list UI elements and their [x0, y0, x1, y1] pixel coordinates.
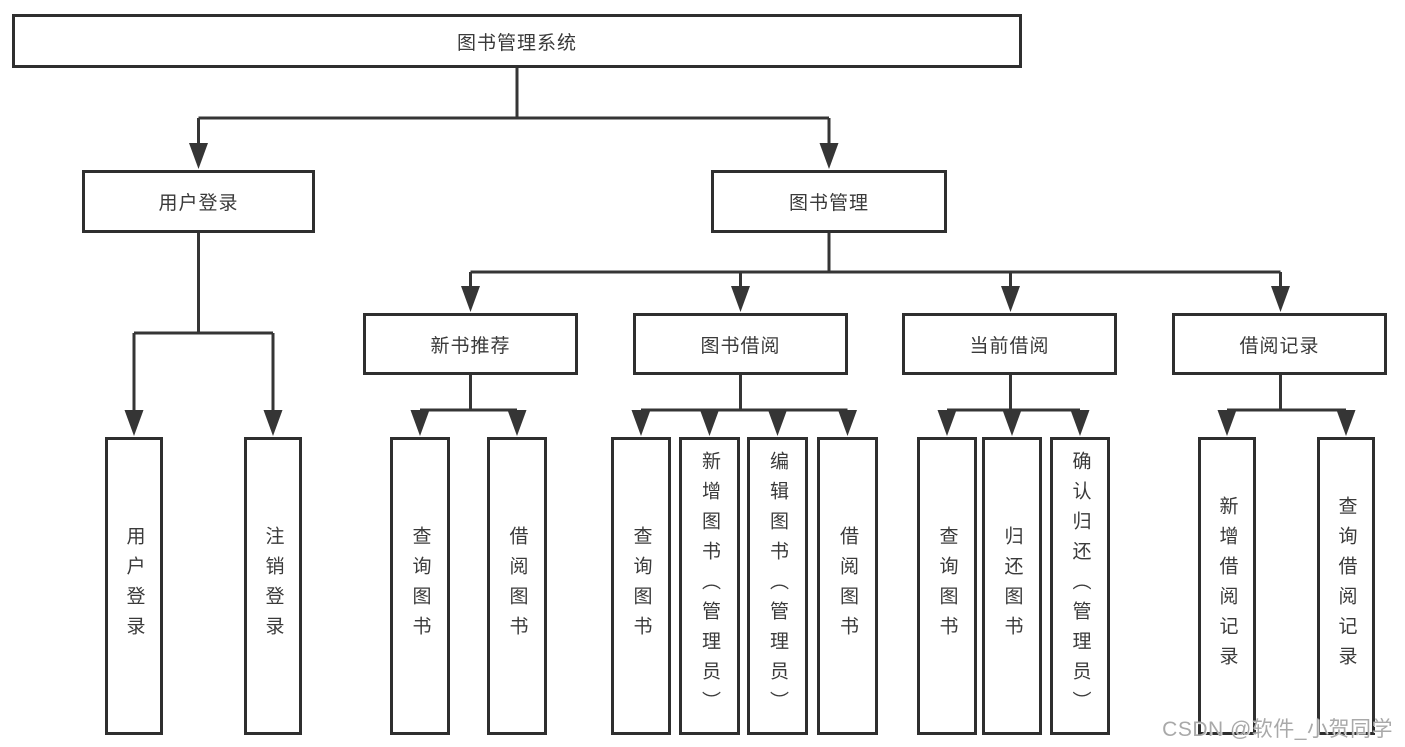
connector-root-to-level2 [189, 68, 839, 169]
leaf-cb-query-book-label: 查询图书 [936, 526, 958, 646]
arrowhead-new-book-recommend [461, 286, 480, 312]
arrowhead-cb-query-book [937, 410, 957, 436]
arrowhead-br-add-record [1217, 410, 1237, 436]
connector-book-management-to-level3 [461, 233, 1290, 312]
arrowhead-nb-borrow-book [507, 410, 527, 436]
csdn-watermark: CSDN @软件_小贺同学 [1162, 718, 1393, 741]
node-book-management: 图书管理 [711, 170, 947, 233]
leaf-logout-action-label: 注销登录 [262, 526, 284, 646]
node-new-book-recommend-label: 新书推荐 [430, 335, 511, 357]
leaf-nb-borrow-book: 借阅图书 [487, 437, 547, 735]
connector-book-management-lines [469, 233, 1282, 287]
leaf-cb-return-book-label: 归还图书 [1001, 526, 1023, 646]
leaf-bb-edit-book: 编辑图书（管理员） [747, 437, 808, 735]
node-user-login-label: 用户登录 [158, 193, 239, 214]
node-book-management-label: 图书管理 [788, 193, 869, 214]
arrowhead-bb-edit-book [768, 410, 787, 436]
connector-current-borrow-to-leaves [937, 375, 1090, 436]
node-current-borrow-label: 当前借阅 [969, 335, 1050, 357]
connector-user-login-lines [132, 233, 275, 410]
arrowhead-br-query-record [1336, 410, 1356, 436]
connector-new-book-recommend-lines [420, 375, 517, 412]
leaf-cb-confirm-return: 确认归还（管理员） [1050, 437, 1110, 735]
arrowhead-bb-query-book [631, 410, 651, 436]
node-book-borrow-label: 图书借阅 [700, 335, 781, 357]
connector-user-login-to-leaves [124, 233, 283, 436]
leaf-bb-borrow-book: 借阅图书 [817, 437, 878, 735]
arrowhead-user-login [189, 143, 208, 169]
node-borrow-record-label: 借阅记录 [1239, 335, 1320, 357]
node-root-system: 图书管理系统 [12, 14, 1022, 68]
leaf-br-add-record: 新增借阅记录 [1198, 437, 1256, 735]
leaf-user-login-action-label: 用户登录 [123, 526, 145, 646]
leaf-nb-borrow-book-label: 借阅图书 [506, 526, 528, 646]
connector-current-borrow-lines [947, 375, 1080, 412]
leaf-user-login-action: 用户登录 [105, 437, 163, 735]
arrowhead-cb-confirm-return [1070, 410, 1090, 436]
connector-borrow-record-lines [1227, 375, 1346, 412]
leaf-bb-edit-book-label: 编辑图书（管理员） [767, 451, 788, 721]
connector-new-book-recommend-to-leaves [410, 375, 527, 436]
leaf-br-query-record-label: 查询借阅记录 [1335, 496, 1357, 676]
leaf-br-query-record: 查询借阅记录 [1317, 437, 1375, 735]
leaf-bb-add-book-label: 新增图书（管理员） [699, 451, 720, 721]
leaf-cb-return-book: 归还图书 [982, 437, 1042, 735]
arrowhead-book-management [819, 143, 839, 169]
arrowhead-book-borrow [731, 286, 750, 312]
arrowhead-bb-add-book [700, 410, 719, 436]
connector-book-borrow-lines [641, 375, 848, 412]
node-borrow-record: 借阅记录 [1172, 313, 1387, 375]
node-root-system-label: 图书管理系统 [456, 32, 577, 54]
node-new-book-recommend: 新书推荐 [363, 313, 578, 375]
leaf-nb-query-book: 查询图书 [390, 437, 450, 735]
arrowhead-logout-action [263, 410, 283, 436]
connector-book-borrow-to-leaves [631, 375, 857, 436]
leaf-bb-query-book-label: 查询图书 [630, 526, 652, 646]
node-book-borrow: 图书借阅 [633, 313, 848, 375]
arrowhead-borrow-record [1271, 286, 1290, 312]
leaf-logout-action: 注销登录 [244, 437, 302, 735]
leaf-cb-query-book: 查询图书 [917, 437, 977, 735]
connector-borrow-record-to-leaves [1217, 375, 1356, 436]
leaf-bb-borrow-book-label: 借阅图书 [837, 526, 858, 646]
leaf-br-add-record-label: 新增借阅记录 [1216, 496, 1238, 676]
arrowhead-cb-return-book [1002, 410, 1022, 436]
leaf-bb-add-book: 新增图书（管理员） [679, 437, 740, 735]
connector-root-lines [197, 68, 831, 144]
arrowhead-user-login-action [124, 410, 144, 436]
leaf-bb-query-book: 查询图书 [611, 437, 671, 735]
leaf-nb-query-book-label: 查询图书 [409, 526, 431, 646]
node-current-borrow: 当前借阅 [902, 313, 1117, 375]
leaf-cb-confirm-return-label: 确认归还（管理员） [1069, 451, 1091, 721]
arrowhead-nb-query-book [410, 410, 430, 436]
node-user-login: 用户登录 [82, 170, 315, 233]
arrowhead-bb-borrow-book [838, 410, 857, 436]
arrowhead-current-borrow [1001, 286, 1020, 312]
